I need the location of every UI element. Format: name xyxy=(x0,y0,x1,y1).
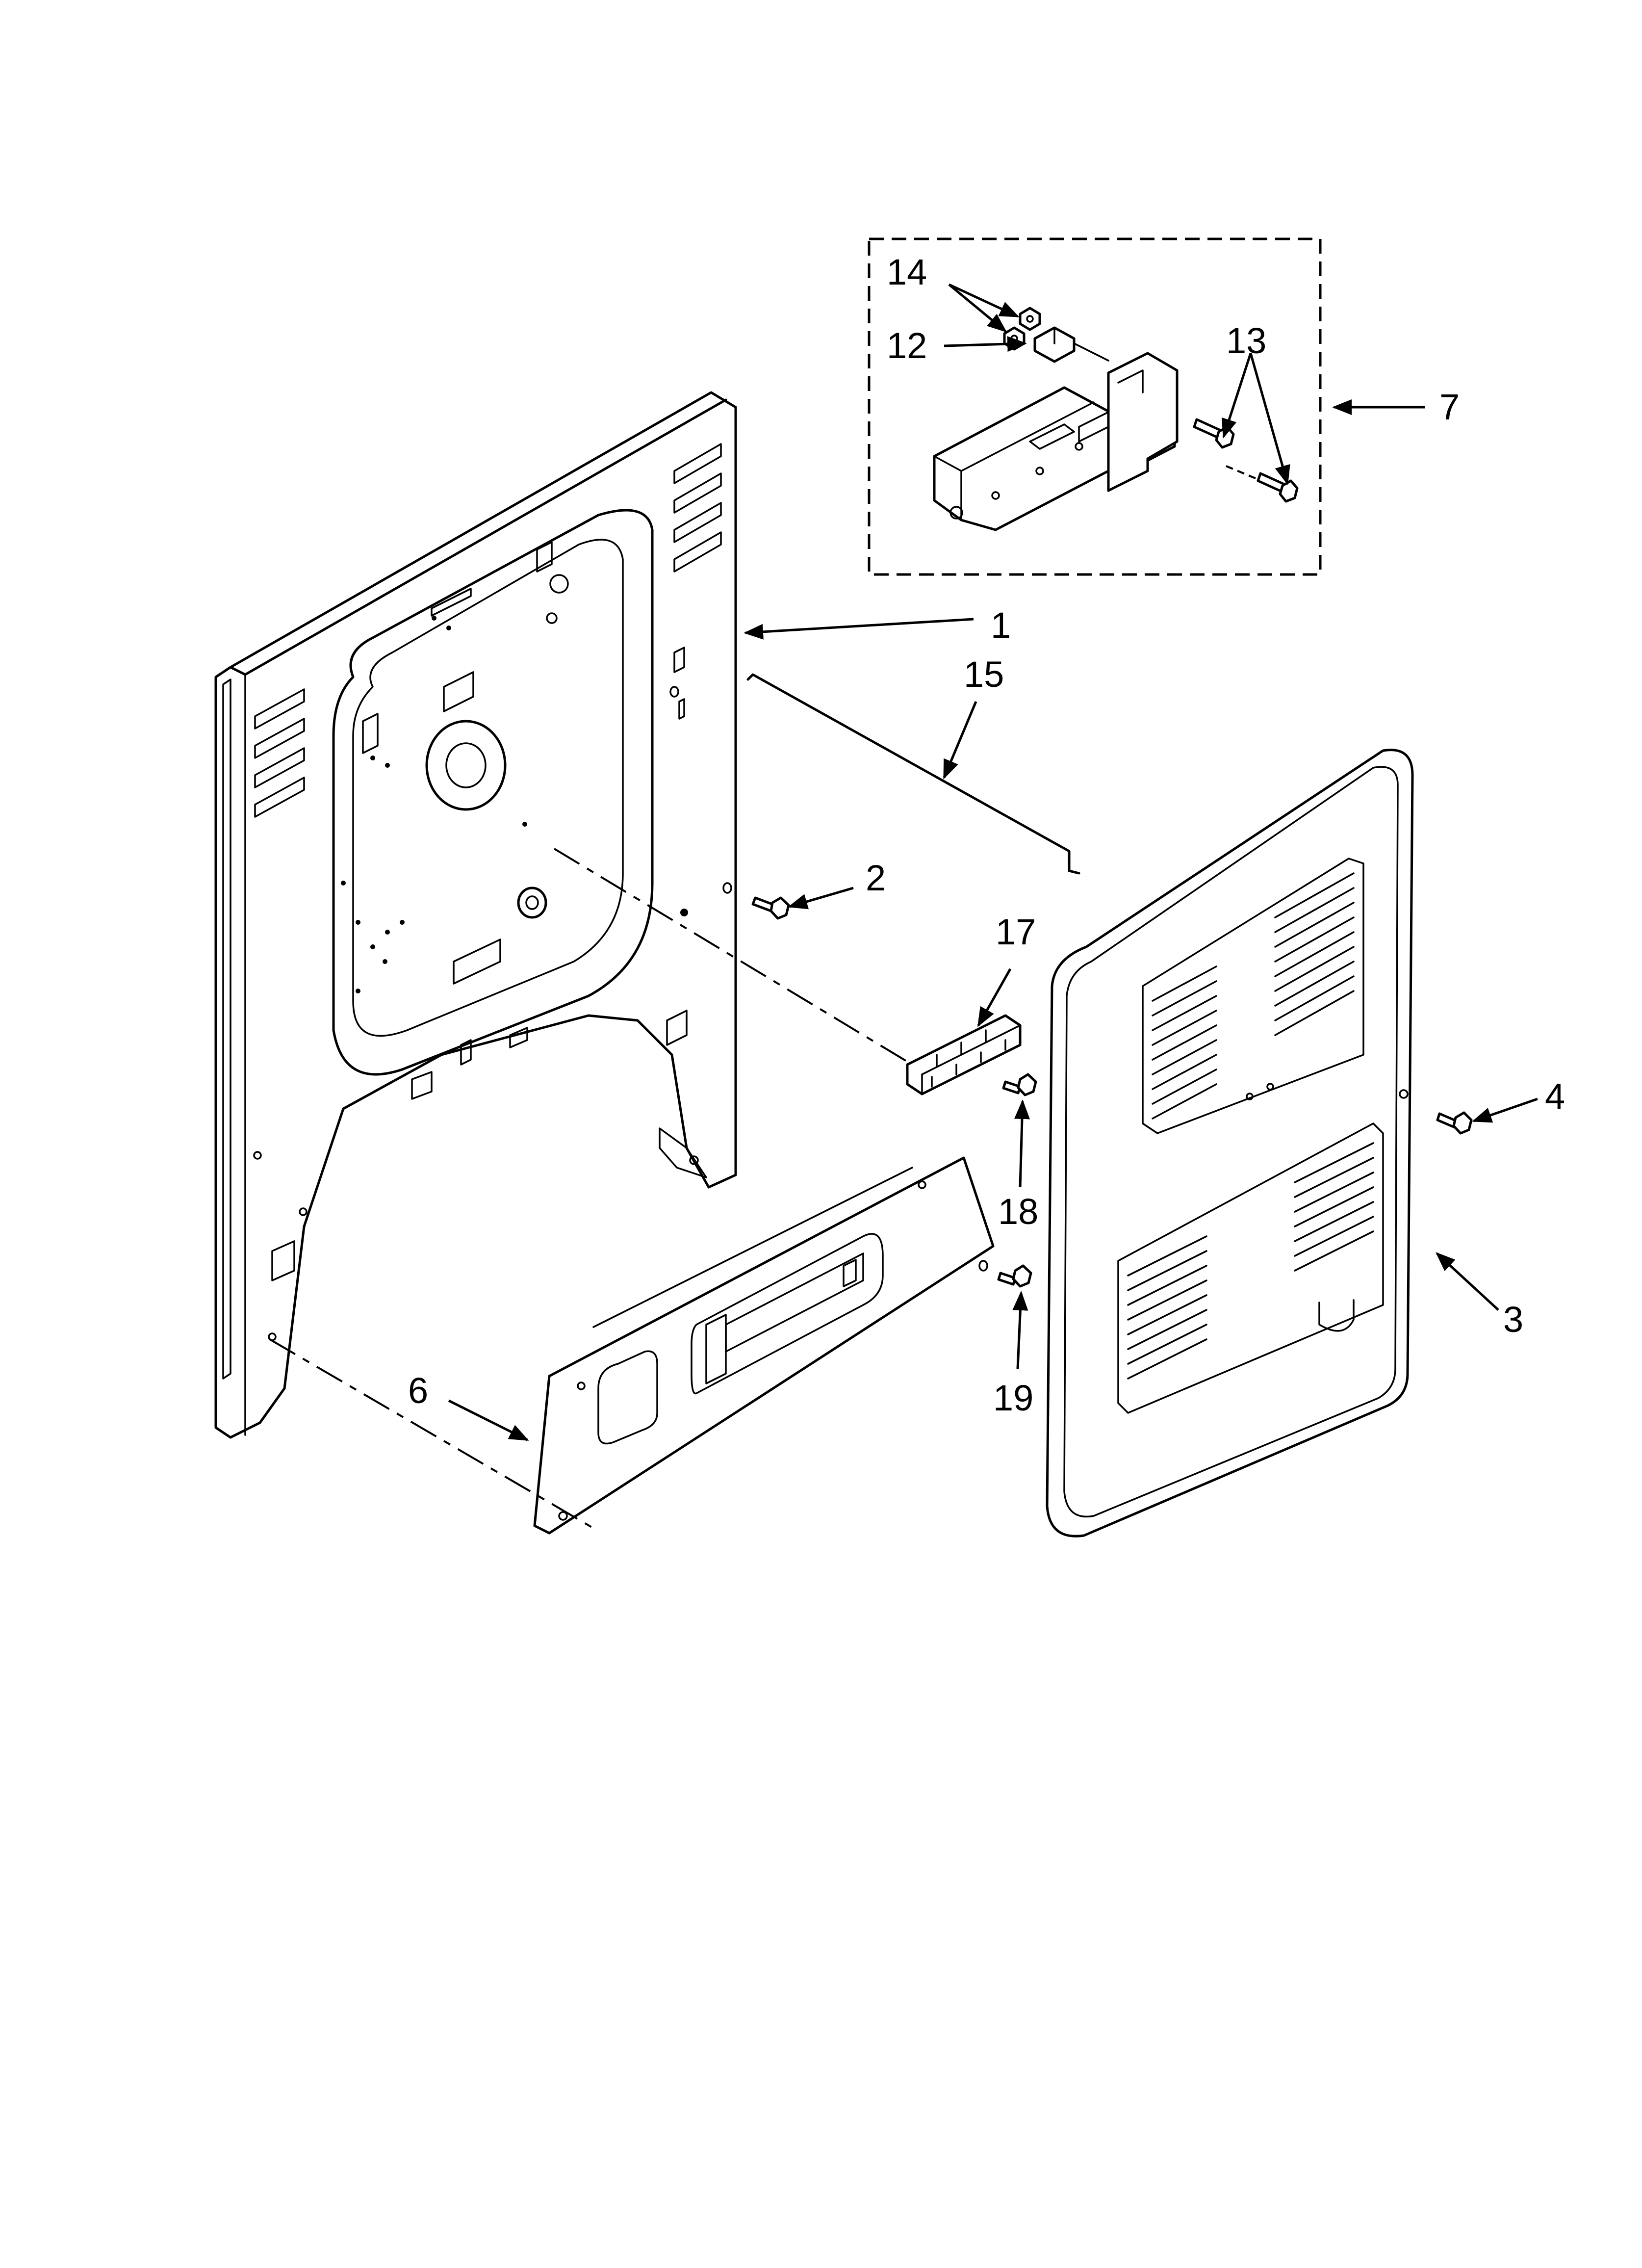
screw-part-2 xyxy=(722,882,790,920)
screw-part-19 xyxy=(978,1260,1032,1288)
callout-13: 13 xyxy=(1226,320,1266,361)
assembly-dashed-box xyxy=(868,237,1322,576)
bracket-assembly-group xyxy=(868,237,1322,576)
rear-panel xyxy=(214,391,737,1439)
rear-panel-left-vents xyxy=(254,688,305,818)
access-panel-part-6 xyxy=(533,1156,995,1535)
flue-opening-inner xyxy=(445,742,487,788)
callout-4: 4 xyxy=(1545,1076,1565,1117)
hex-nut-lower xyxy=(1003,326,1026,351)
terminal-block-part-17 xyxy=(906,1014,1022,1095)
callout-3: 3 xyxy=(1503,1299,1523,1340)
flue-opening-outer xyxy=(425,720,507,811)
rear-panel-group xyxy=(214,391,737,1439)
callout-7: 7 xyxy=(1439,387,1460,427)
callout-labels: 1 2 3 4 6 7 12 13 14 15 17 18 19 xyxy=(408,252,1565,1418)
explode-line-terminal xyxy=(553,848,913,1066)
rear-panel-holes xyxy=(341,616,688,993)
callout-17: 17 xyxy=(996,912,1036,952)
screw-part-18 xyxy=(1002,1073,1037,1096)
hex-nut-upper xyxy=(1019,307,1041,331)
callout-1: 1 xyxy=(991,605,1011,646)
callout-6: 6 xyxy=(408,1370,428,1411)
bracket-vertical-plate xyxy=(1107,352,1179,492)
explode-line-panel xyxy=(269,1338,594,1529)
support-rod xyxy=(746,673,1080,875)
rear-panel-oven-recess xyxy=(332,509,654,1076)
callout-14: 14 xyxy=(887,252,927,292)
callout-18: 18 xyxy=(998,1191,1038,1232)
cover-lower-vent xyxy=(1117,1122,1384,1414)
rear-panel-right-vents xyxy=(673,443,722,573)
screw-lower xyxy=(1257,472,1299,503)
screw-part-4 xyxy=(1436,1111,1473,1135)
cover-upper-vent xyxy=(1142,858,1364,1134)
access-panel-opening xyxy=(691,1233,884,1395)
rear-cover-part-3 xyxy=(1046,749,1414,1538)
callout-12: 12 xyxy=(887,325,927,366)
callout-15: 15 xyxy=(964,654,1004,695)
leader-lines xyxy=(448,283,1538,1441)
callout-2: 2 xyxy=(866,858,886,898)
callout-19: 19 xyxy=(993,1378,1033,1418)
